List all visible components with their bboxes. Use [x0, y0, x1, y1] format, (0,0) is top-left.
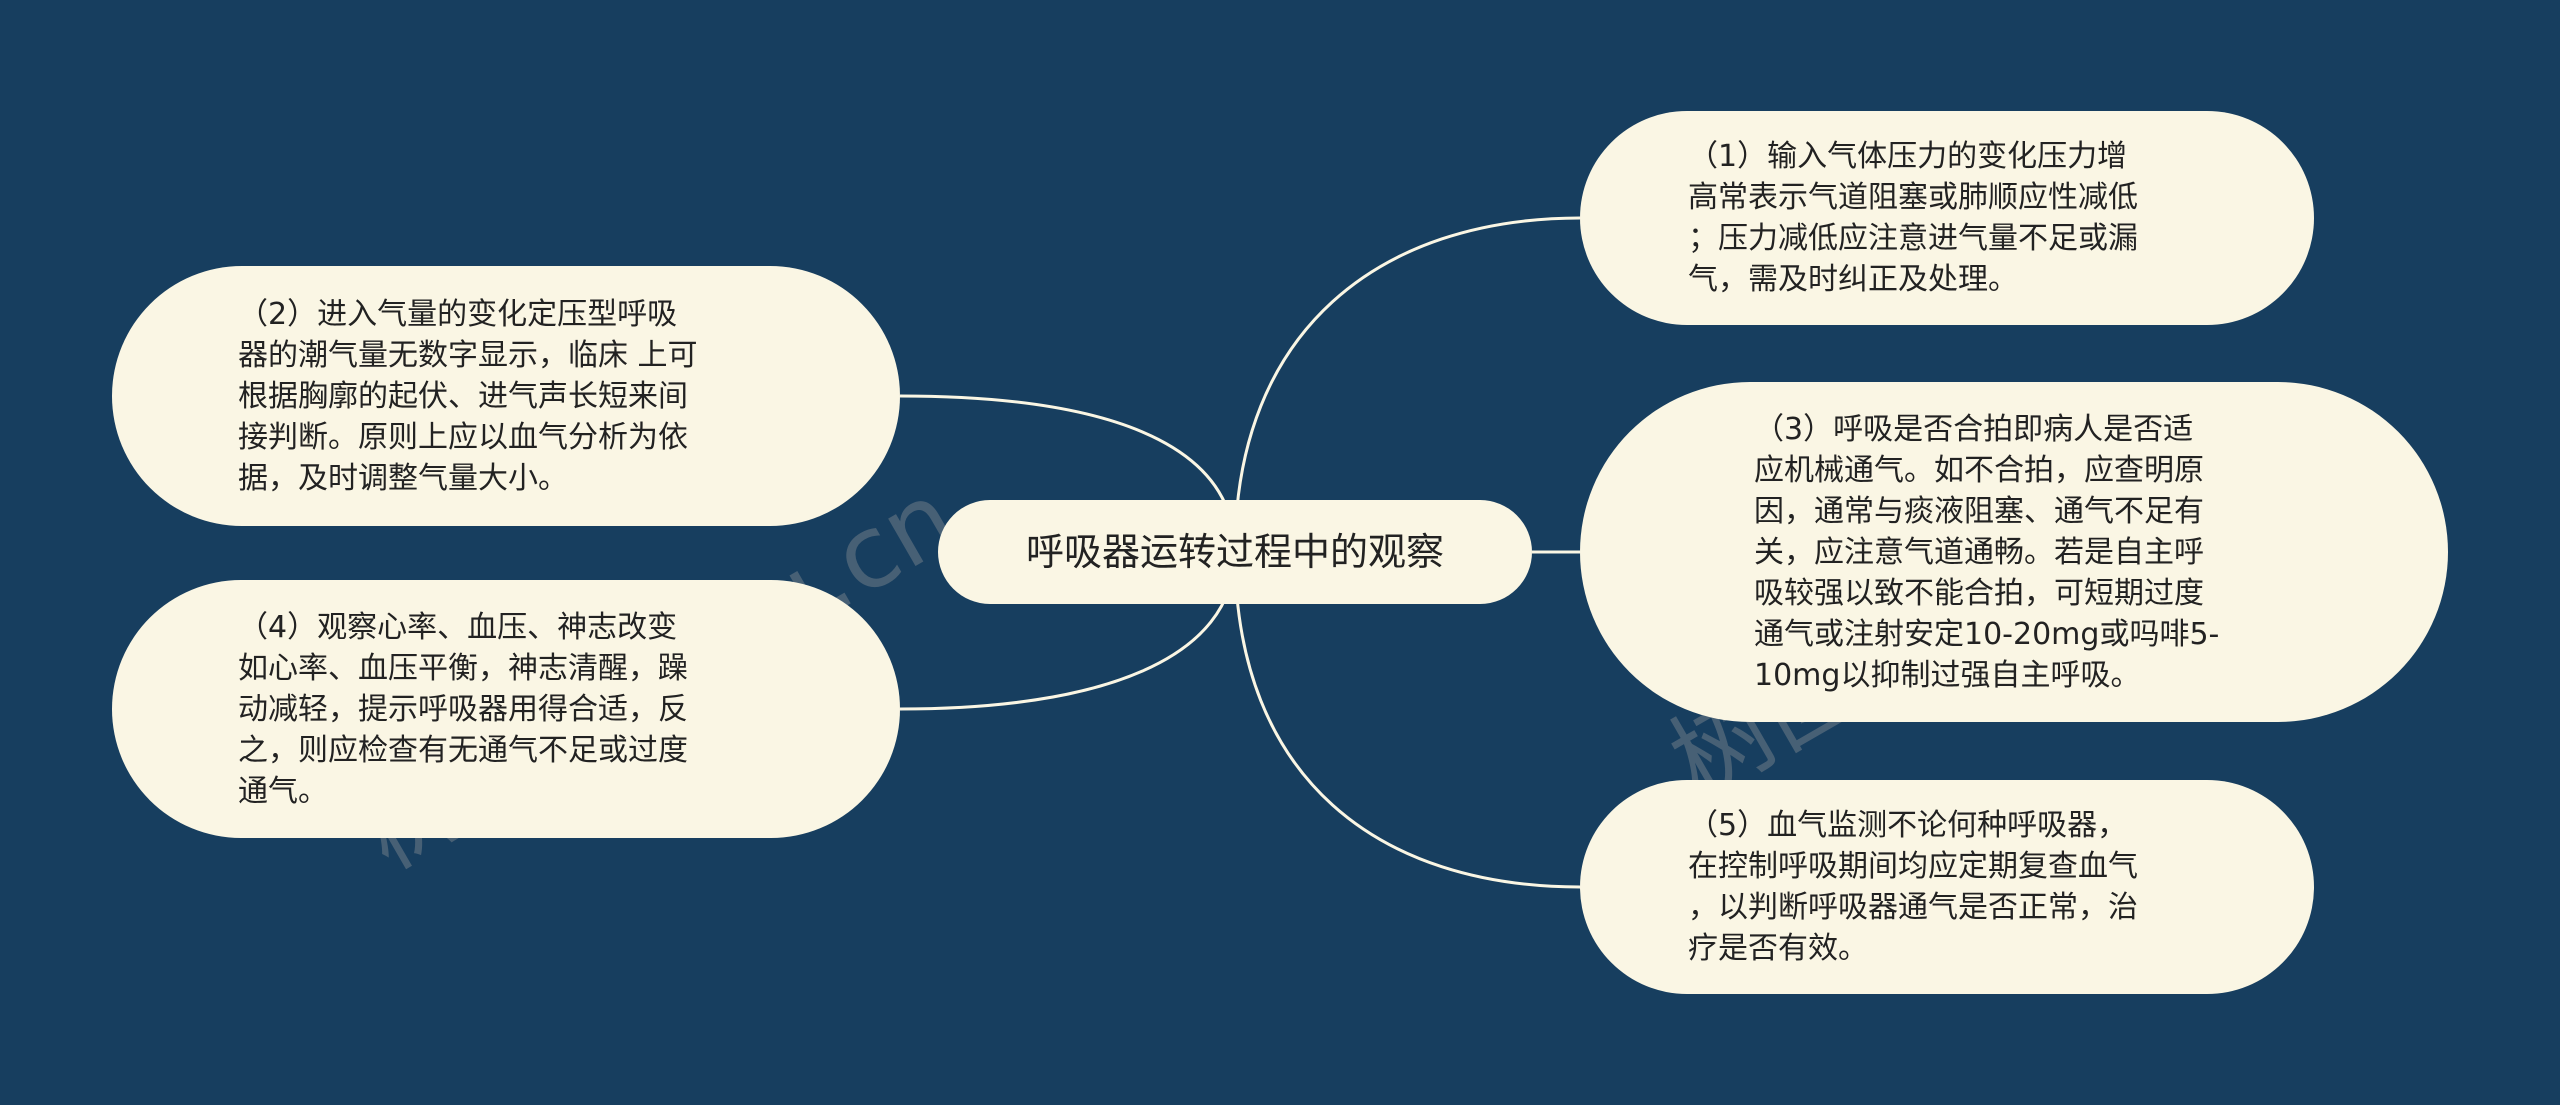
branch-node-2-text: （2）进入气量的变化定压型呼吸 器的潮气量无数字显示，临床 上可 根据胸廓的起伏… [238, 296, 698, 496]
branch-node-3-text: （3）呼吸是否合拍即病人是否适 应机械通气。如不合拍，应查明原 因，通常与痰液阻… [1754, 411, 2220, 693]
branch-node-3[interactable]: （3）呼吸是否合拍即病人是否适 应机械通气。如不合拍，应查明原 因，通常与痰液阻… [1580, 382, 2448, 722]
branch-node-5-text: （5）血气监测不论何种呼吸器， 在控制呼吸期间均应定期复查血气 ，以判断呼吸器通… [1688, 808, 2138, 966]
connector-to-node-5 [1233, 551, 1581, 889]
branch-node-5[interactable]: （5）血气监测不论何种呼吸器， 在控制呼吸期间均应定期复查血气 ，以判断呼吸器通… [1580, 780, 2314, 994]
branch-node-4-text: （4）观察心率、血压、神志改变 如心率、血压平衡，神志清醒，躁 动减轻，提示呼吸… [238, 609, 688, 809]
center-topic-label: 呼吸器运转过程中的观察 [1025, 530, 1444, 574]
branch-node-1-text: （1）输入气体压力的变化压力增 高常表示气道阻塞或肺顺应性减低 ；压力减低应注意… [1688, 139, 2138, 297]
connector-to-node-1 [1233, 216, 1581, 553]
branch-node-1[interactable]: （1）输入气体压力的变化压力增 高常表示气道阻塞或肺顺应性减低 ；压力减低应注意… [1580, 111, 2314, 325]
branch-node-2[interactable]: （2）进入气量的变化定压型呼吸 器的潮气量无数字显示，临床 上可 根据胸廓的起伏… [112, 266, 900, 526]
center-topic-node[interactable]: 呼吸器运转过程中的观察 [938, 500, 1532, 604]
branch-node-4[interactable]: （4）观察心率、血压、神志改变 如心率、血压平衡，神志清醒，躁 动减轻，提示呼吸… [112, 580, 900, 838]
